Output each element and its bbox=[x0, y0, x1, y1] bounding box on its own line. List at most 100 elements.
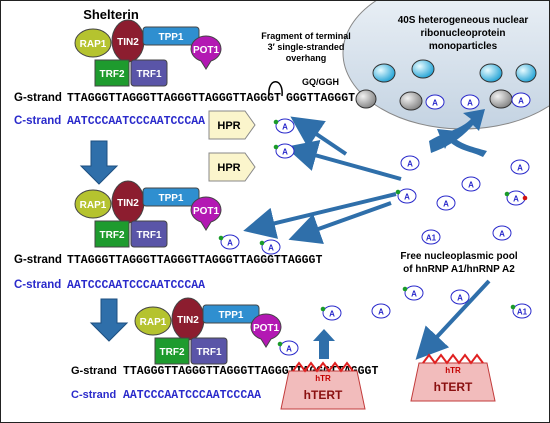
pot1-label: POT1 bbox=[253, 323, 280, 334]
g-strand-label: G-strand bbox=[14, 254, 62, 266]
hnrnp-a-particle: A bbox=[436, 195, 456, 211]
tin2-label: TIN2 bbox=[117, 37, 139, 48]
hpr-label: HPR bbox=[217, 120, 240, 132]
exchange-arrows-icon bbox=[429, 109, 487, 157]
hnrnp-a-label: A bbox=[329, 310, 335, 319]
up-arrow-icon bbox=[313, 329, 335, 359]
htert-label: hTERT bbox=[304, 388, 343, 402]
hnrnp-a-label: A bbox=[378, 308, 384, 317]
htert-label: hTERT bbox=[434, 380, 473, 394]
hnrnp-a-particle: A bbox=[273, 143, 295, 159]
trf1-label: TRF1 bbox=[197, 347, 222, 358]
hnrnp-a-label: A bbox=[517, 164, 523, 173]
hnrnp-a-particle: A bbox=[395, 188, 417, 204]
pot1-label: POT1 bbox=[193, 45, 220, 56]
hnrnp-a-label: A bbox=[411, 290, 417, 299]
hpr-label: HPR bbox=[217, 162, 240, 174]
overhang-label-line1: Fragment of terminal bbox=[261, 31, 351, 41]
hnrnp-a-label: A1 bbox=[517, 308, 528, 317]
tpp1-label: TPP1 bbox=[218, 310, 243, 321]
particle-sphere bbox=[372, 63, 396, 83]
hnrnp-a-label: A bbox=[457, 294, 463, 303]
overhang-loop bbox=[268, 81, 283, 97]
transfer-arrow bbox=[290, 116, 348, 156]
hnrnp-a-label: A bbox=[404, 193, 410, 202]
protein-pot1: POT1 bbox=[250, 313, 282, 348]
trf2-label: TRF2 bbox=[100, 230, 125, 241]
hnrnp-a-particle: A bbox=[402, 285, 424, 301]
hnrnp-a-label: A bbox=[467, 99, 473, 108]
hnrnp-a-particle: A bbox=[320, 305, 342, 321]
hnrnp-a-particle: A bbox=[277, 340, 299, 356]
g-strand-label: G-strand bbox=[71, 365, 117, 377]
hnrnp-a-particle: A1 bbox=[510, 303, 532, 319]
g-strand-sequence: TTAGGGTTAGGGTTAGGGTTAGGGTTAGGGT bbox=[67, 92, 281, 105]
protein-rap1: RAP1 bbox=[134, 306, 172, 336]
rap1-label: RAP1 bbox=[80, 200, 107, 211]
hnrnp-a-label: A bbox=[227, 239, 233, 248]
hnrnp-a-label: A bbox=[282, 123, 288, 132]
c-strand-sequence: AATCCCAATCCCAATCCCAA bbox=[123, 389, 261, 402]
protein-trf1: TRF1 bbox=[190, 337, 228, 365]
hnrnp-a-particle: A bbox=[450, 289, 470, 305]
protein-tpp1: TPP1 bbox=[142, 26, 200, 46]
c-strand-label: C-strand bbox=[71, 389, 116, 401]
down-arrow-icon bbox=[79, 140, 119, 185]
rap1-label: RAP1 bbox=[80, 39, 107, 50]
hnrnp-a-particle: A bbox=[400, 155, 420, 171]
tpp1-label: TPP1 bbox=[158, 193, 183, 204]
shelterin-title: Shelterin bbox=[83, 7, 139, 22]
protein-pot1: POT1 bbox=[190, 196, 222, 231]
hnrnp-a-particle: A bbox=[371, 303, 391, 319]
particles-label-line3: monoparticles bbox=[429, 41, 498, 52]
hpr-box: HPR bbox=[208, 110, 256, 140]
hnrnp-a-label: A bbox=[282, 148, 288, 157]
down-arrow-icon bbox=[89, 298, 129, 342]
trf1-label: TRF1 bbox=[137, 230, 162, 241]
particle-sphere bbox=[411, 59, 435, 79]
hnrnp-a-label: A bbox=[499, 230, 505, 239]
pool-label-line2: of hnRNP A1/hnRNP A2 bbox=[403, 264, 515, 275]
hnrnp-a-particle: A bbox=[259, 239, 281, 255]
particles-label-line1: 40S heterogeneous nuclear bbox=[398, 15, 529, 26]
g-strand-sequence-end: GGGTTAGGGT bbox=[286, 92, 355, 105]
pool-label-line1: Free nucleoplasmic pool bbox=[400, 251, 517, 262]
hnrnp-a-label: A bbox=[443, 200, 449, 209]
transfer-arrow bbox=[415, 279, 491, 360]
particles-label-line2: ribonucleoprotein bbox=[421, 28, 506, 39]
tpp1-label: TPP1 bbox=[158, 32, 183, 43]
protein-rap1: RAP1 bbox=[74, 189, 112, 219]
rna-template bbox=[422, 353, 484, 365]
particle-sphere bbox=[479, 63, 503, 83]
particle-sphere bbox=[399, 91, 423, 111]
protein-tpp1: TPP1 bbox=[202, 304, 260, 324]
protein-tin2: TIN2 bbox=[111, 180, 145, 224]
transfer-arrow bbox=[288, 201, 392, 244]
hnrnp-a-particle: A bbox=[492, 225, 512, 241]
c-strand-label: C-strand bbox=[14, 279, 61, 291]
trf1-label: TRF1 bbox=[137, 69, 162, 80]
protein-tin2: TIN2 bbox=[111, 19, 145, 63]
transfer-arrow bbox=[243, 192, 397, 239]
hnrnp-a-label: A bbox=[432, 99, 438, 108]
hnrnp-a-particle: A bbox=[218, 234, 240, 250]
hnrnp-a-particle: A bbox=[504, 190, 528, 206]
hnrnp-a-particle: A bbox=[510, 159, 530, 175]
hnrnp-a-particle: A bbox=[511, 92, 531, 108]
rap1-label: RAP1 bbox=[140, 317, 167, 328]
hnrnp-a-particle: A bbox=[460, 94, 480, 110]
rna-template bbox=[292, 361, 354, 373]
particle-sphere bbox=[489, 89, 513, 109]
protein-trf2: TRF2 bbox=[154, 337, 190, 365]
hnrnp-a-particle: A1 bbox=[421, 229, 441, 245]
c-strand-sequence: AATCCCAATCCCAATCCCAA bbox=[67, 279, 205, 292]
tin2-label: TIN2 bbox=[117, 198, 139, 209]
htr-label: hTR bbox=[445, 366, 461, 375]
c-strand-sequence: AATCCCAATCCCAATCCCAA bbox=[67, 115, 205, 128]
